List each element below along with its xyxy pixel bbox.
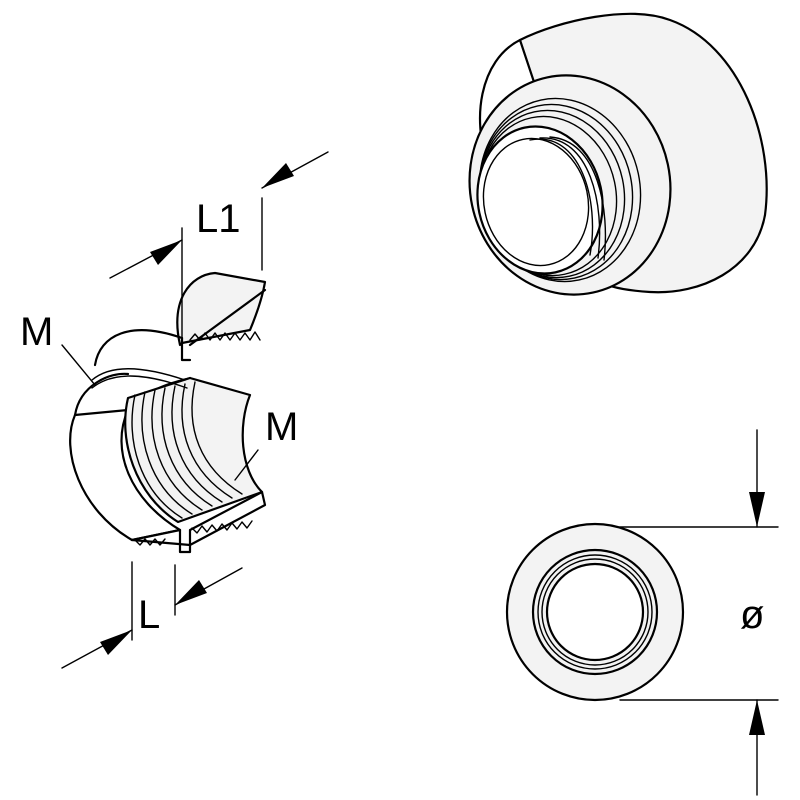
front-view-reducer: ø [505, 429, 779, 796]
thread-outer-circle [531, 548, 659, 676]
diameter-symbol: ø [740, 593, 764, 637]
diameter-arrowhead-bottom [749, 700, 765, 735]
l-arrowhead-left [100, 630, 132, 655]
m-top-leader-line [61, 344, 96, 386]
l-arrowhead-right [175, 580, 207, 605]
m-label-top: M [20, 310, 53, 354]
diameter-arrowhead-top [749, 492, 765, 527]
l-label: L [138, 593, 160, 637]
l1-arrowhead-left [150, 240, 182, 265]
m-right-leader-line [234, 449, 259, 481]
thread-inner-circle [541, 558, 649, 666]
bore-circle [545, 562, 645, 662]
isometric-reducer-view [468, 12, 768, 296]
thread-mid-circle [537, 554, 653, 670]
sectioned-reducer-view: L1 M M L [20, 151, 329, 669]
l1-label: L1 [196, 197, 241, 241]
m-label-right: M [265, 405, 298, 449]
l1-arrowhead-right [262, 163, 294, 188]
